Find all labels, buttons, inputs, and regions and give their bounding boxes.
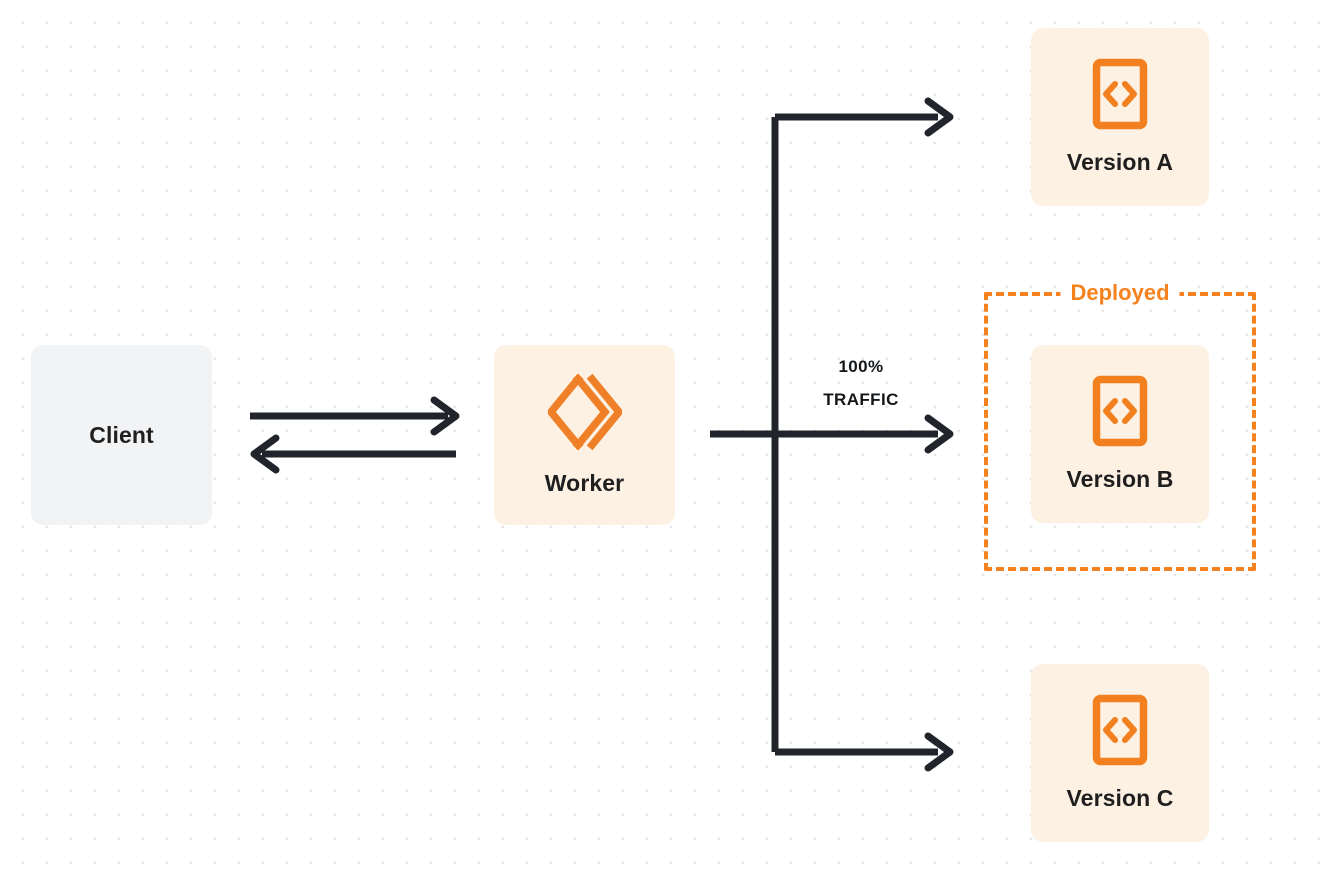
deployed-group: Deployed [984,280,1256,571]
node-version-a-label: Version A [1066,149,1174,175]
node-worker[interactable]: Worker [494,345,675,525]
node-client-label: Client [89,421,154,448]
node-version-c-label: Version C [1066,785,1174,811]
code-file-icon [1092,375,1148,452]
node-version-b[interactable]: Version B [1031,345,1209,523]
edge-to-version-b [775,414,954,454]
traffic-label: 100% TRAFFIC [786,350,936,416]
deployed-group-label: Deployed [1060,280,1180,306]
edge-to-version-c [775,732,954,772]
node-version-b-label: Version B [1066,466,1174,492]
edge-to-version-a [775,97,954,137]
traffic-percent: 100% [838,357,884,376]
code-file-icon [1092,694,1148,771]
node-client[interactable]: Client [31,345,212,525]
node-version-a[interactable]: Version A [1031,28,1209,206]
edge-client-to-worker [250,396,460,436]
traffic-word: TRAFFIC [823,390,899,409]
node-version-c[interactable]: Version C [1031,664,1209,842]
code-file-icon [1092,58,1148,135]
worker-chevron-icon [545,373,624,456]
node-worker-label: Worker [544,470,625,496]
edge-worker-to-client [250,434,456,474]
